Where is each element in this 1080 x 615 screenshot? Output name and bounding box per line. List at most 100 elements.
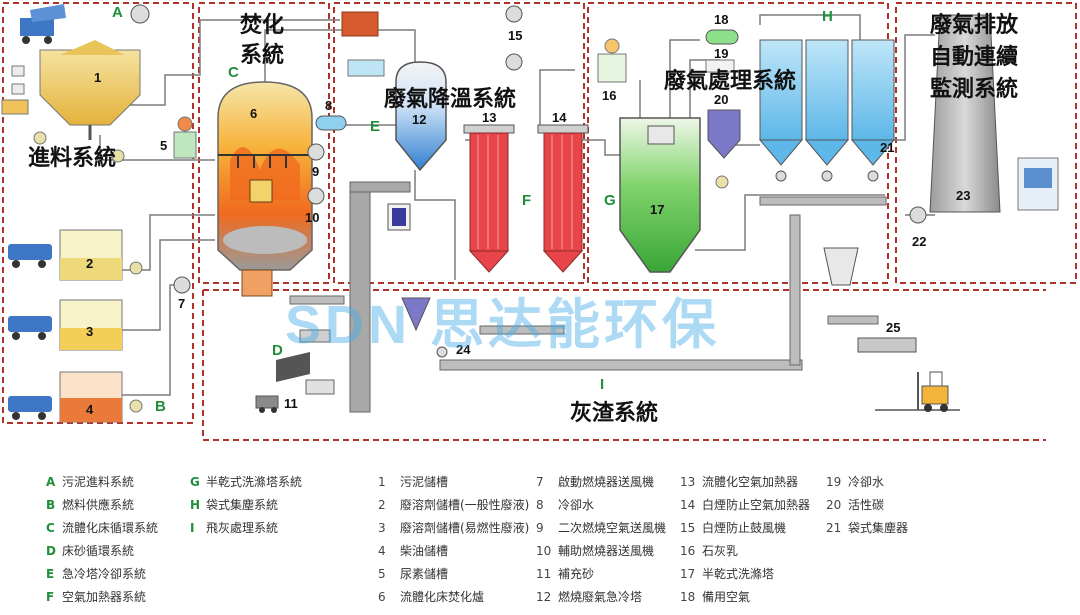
blower-icon — [130, 4, 150, 24]
zone-letter-c: C — [228, 64, 239, 81]
legend-key: 13 — [680, 474, 696, 489]
white-smoke-blower-icon — [505, 5, 523, 23]
legend-item: 4 柴油儲槽 — [378, 539, 529, 562]
equipment-number: 10 — [305, 210, 320, 225]
legend-label: 啟動燃燒器送風機 — [558, 475, 655, 489]
zone-letter-a: A — [112, 4, 123, 21]
legend-key: 8 — [536, 497, 544, 512]
legend-key: 4 — [378, 543, 386, 558]
legend-item: 8 冷卻水 — [536, 493, 666, 516]
legend-label: 白煙防止鼓風機 — [702, 521, 787, 535]
tanker-trucks — [8, 244, 52, 420]
zone-letter-d: D — [272, 342, 283, 359]
legend-key: 17 — [680, 566, 696, 581]
forklift — [917, 371, 949, 412]
legend-label: 污泥儲槽 — [400, 475, 449, 489]
legend-item: 6 流體化床焚化爐 — [378, 585, 529, 608]
legend-label: 柴油儲槽 — [400, 544, 449, 558]
legend-label: 污泥進料系統 — [62, 475, 135, 489]
equipment-number: 4 — [86, 402, 94, 417]
legend-label: 尿素儲槽 — [400, 567, 449, 581]
quench-tower — [395, 61, 447, 172]
system-title-emission-1: 廢氣排放 — [930, 12, 1019, 38]
legend-key: 12 — [536, 589, 552, 604]
equipment-number: 8 — [325, 98, 333, 113]
equipment-number: 24 — [456, 342, 471, 357]
cooling-water-tank — [315, 115, 347, 131]
zone-letter-h: H — [822, 8, 833, 25]
zone-emission-border — [895, 2, 1077, 284]
zone-feed-border — [2, 2, 194, 424]
sand-cart — [255, 395, 279, 409]
ash-bin-25 — [857, 337, 917, 353]
legend-label: 流體化空氣加熱器 — [702, 475, 799, 489]
legend-key: 6 — [378, 589, 386, 604]
equipment-number: 16 — [602, 88, 617, 103]
legend-key: 20 — [826, 497, 842, 512]
baghouse — [758, 39, 896, 166]
equipment-number: 19 — [714, 46, 729, 61]
legend-key: 11 — [536, 566, 552, 581]
legend-key: 21 — [826, 520, 842, 535]
equipment-number: 17 — [650, 202, 665, 217]
equipment-number: 1 — [94, 70, 102, 85]
legend-label: 冷卻水 — [848, 475, 885, 489]
legend-label: 袋式集塵器 — [848, 521, 909, 535]
legend-label: 廢溶劑儲槽(一般性廢液) — [400, 498, 530, 512]
equipment-number: 11 — [284, 396, 298, 411]
legend-key: H — [190, 497, 201, 512]
equipment-number: 2 — [86, 256, 94, 271]
zone-ash-border — [202, 289, 1046, 441]
induced-draft-fan-icon — [909, 206, 927, 224]
system-title-feed: 進料系統 — [28, 145, 117, 171]
legend-label: 燃料供應系統 — [62, 498, 135, 512]
system-title-ash: 灰渣系統 — [570, 400, 659, 426]
legend-label: 半乾式洗滌塔系統 — [206, 475, 303, 489]
equipment-number: 25 — [886, 320, 901, 335]
legend-key: B — [46, 497, 56, 512]
activated-carbon-hopper — [707, 109, 741, 159]
legend-label: 飛灰處理系統 — [206, 521, 279, 535]
equipment-number: 20 — [714, 92, 729, 107]
equipment-number: 14 — [552, 110, 567, 125]
legend-item: 13 流體化空氣加熱器 — [680, 470, 810, 493]
legend-key: C — [46, 520, 55, 535]
equipment-number: 3 — [86, 324, 94, 339]
equipment-number: 6 — [250, 106, 258, 121]
equipment-number: 9 — [312, 164, 320, 179]
legend-label: 冷卻水 — [558, 498, 595, 512]
air-heater-13 — [463, 124, 515, 273]
legend-label: 廢溶劑儲槽(易燃性廢液) — [400, 521, 530, 535]
semi-dry-scrubber — [619, 117, 701, 273]
system-title-treatment: 廢氣處理系統 — [664, 68, 797, 94]
backup-air-tank — [705, 29, 739, 45]
system-title-incineration-1: 焚化 — [240, 12, 285, 38]
zone-letter-e: E — [370, 118, 381, 135]
legend-label: 流體化床焚化爐 — [400, 590, 485, 604]
watermark-logo: SDN 思达能环保 — [285, 295, 721, 355]
legend-key: 18 — [680, 589, 696, 604]
equipment-number: 12 — [412, 112, 427, 127]
legend-item: 7 啟動燃燒器送風機 — [536, 470, 666, 493]
legend-key: 7 — [536, 474, 544, 489]
equipment-number: 13 — [482, 110, 497, 125]
zone-letter-g: G — [604, 192, 616, 209]
legend-key: D — [46, 543, 56, 558]
